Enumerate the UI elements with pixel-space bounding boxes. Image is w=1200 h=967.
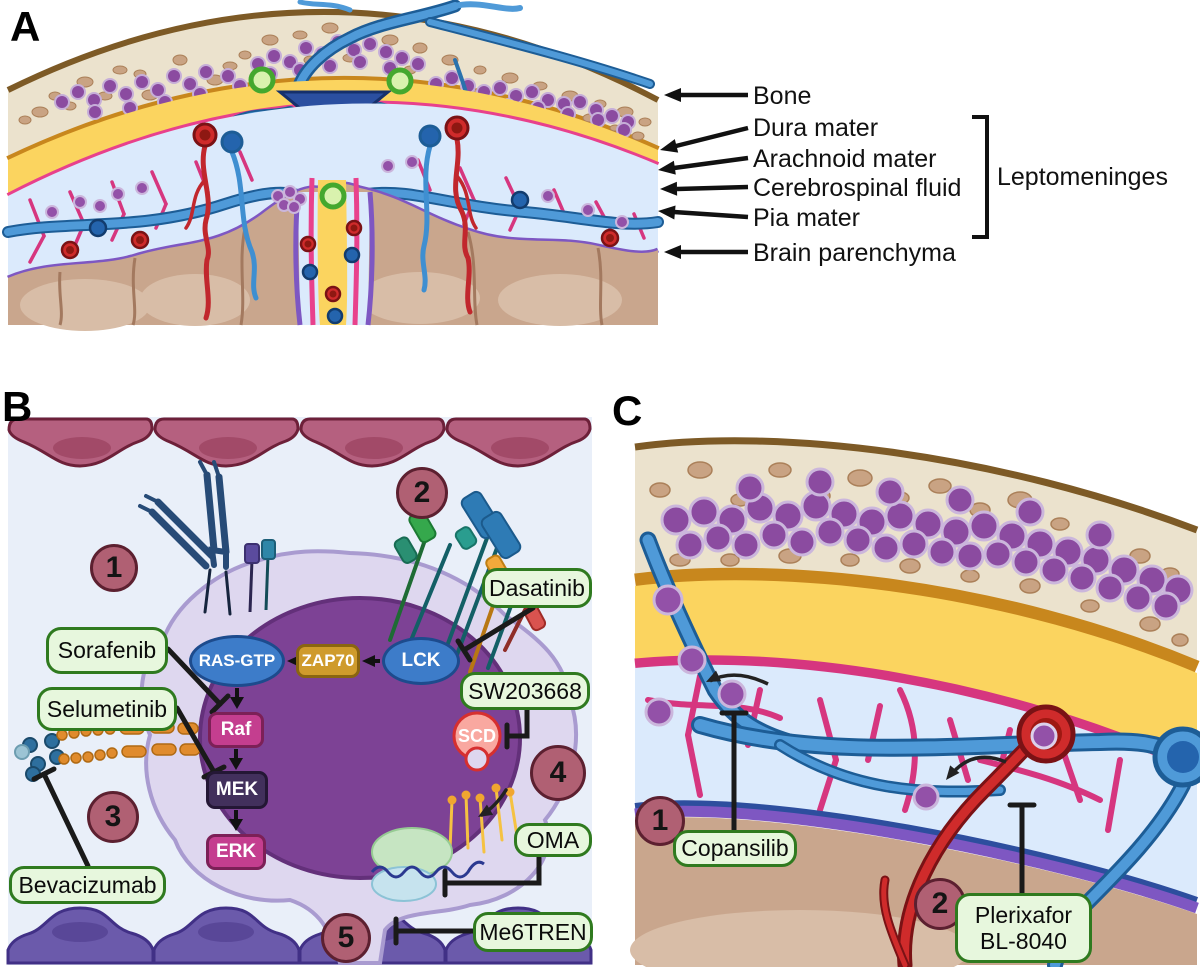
falx <box>293 177 375 326</box>
green-ring-markers <box>248 66 414 95</box>
inhibition-copansilib <box>719 710 749 833</box>
gyri <box>20 272 622 331</box>
node-ras-gtp: RAS-GTP <box>189 635 285 687</box>
annotation-dura: Dura mater <box>753 114 879 142</box>
inhibition-me6tren <box>393 916 476 946</box>
artery-bulb <box>1016 704 1076 764</box>
panel-b-letter: B <box>2 383 33 430</box>
annotation-csf: Cerebrospinal fluid <box>753 174 962 202</box>
annotation-bone: Bone <box>753 82 812 110</box>
step-circle-3: 3 <box>87 791 139 843</box>
drug-label-sw203668: SW203668 <box>460 672 590 710</box>
annotation-pia: Pia mater <box>753 204 860 232</box>
plerixafor-line1: Plerixafor <box>974 901 1073 928</box>
drug-label-sorafenib: Sorafenib <box>46 627 168 674</box>
tumor-cells-bone-c <box>660 467 1194 621</box>
artery-c <box>879 738 1036 967</box>
antibody <box>138 460 232 616</box>
drug-label-bevacizumab: Bevacizumab <box>9 866 166 904</box>
arteries-a <box>184 136 478 321</box>
step-circle-2: 2 <box>396 467 448 519</box>
step-circle-5: 5 <box>321 913 371 963</box>
node-erk: ERK <box>206 834 266 870</box>
sulci <box>58 227 604 326</box>
annotation-arrowheads <box>658 88 681 259</box>
step-circle-1: 1 <box>90 544 138 592</box>
annotation-arachnoid: Arachnoid mater <box>753 145 937 173</box>
inhibition-plerixafor <box>1007 802 1037 896</box>
panel-c-illustration <box>630 437 1200 967</box>
node-lck: LCK <box>382 637 460 685</box>
mrna-strand <box>370 860 485 879</box>
plerixafor-line2: BL-8040 <box>980 928 1067 954</box>
subarachnoid-vein-c <box>691 716 1181 798</box>
node-mek: MEK <box>206 771 268 809</box>
panel-c-letter: C <box>612 387 643 434</box>
annotation-brain: Brain parenchyma <box>753 239 956 267</box>
inhibition-bevacizumab <box>31 766 91 869</box>
node-zap70: ZAP70 <box>296 644 360 678</box>
drug-label-oma: OMA <box>514 823 592 857</box>
panel-a-letter: A <box>10 3 41 50</box>
scd-enzyme <box>452 711 502 772</box>
migrating-tumor-cells-c <box>644 584 940 811</box>
inhibition-oma <box>442 854 542 898</box>
lipids <box>447 783 520 854</box>
inhibition-sw203668 <box>504 707 530 750</box>
endothelial-cells-top <box>7 417 592 468</box>
annotation-arrows <box>673 92 749 255</box>
vein-bulb <box>1152 726 1200 788</box>
inhibition-dasatinib <box>455 605 536 663</box>
drug-label-plerixafor: Plerixafor BL-8040 <box>955 893 1092 963</box>
leptomeninges-bracket <box>972 115 989 239</box>
drug-label-copansilib: Copansilib <box>673 830 797 867</box>
node-raf: Raf <box>208 712 264 748</box>
drug-label-dasatinib: Dasatinib <box>482 568 592 608</box>
bone-marrow-blobs <box>18 22 652 141</box>
panel-a-illustration <box>2 0 664 331</box>
tumor-cells-csf-a <box>45 155 629 229</box>
surface-receptors-small <box>244 539 276 613</box>
step-circle-4: 4 <box>530 745 586 801</box>
drug-label-selumetinib: Selumetinib <box>37 687 177 731</box>
node-scd-label: SCD <box>457 725 496 746</box>
inhibition-lines <box>31 605 542 946</box>
drug-label-me6tren: Me6TREN <box>473 912 593 952</box>
leptomeninges-label: Leptomeninges <box>997 163 1168 191</box>
emissary-veins <box>291 0 655 114</box>
migration-arrows <box>706 670 1007 780</box>
ribosome <box>370 827 485 902</box>
inhibition-sorafenib <box>165 646 231 715</box>
